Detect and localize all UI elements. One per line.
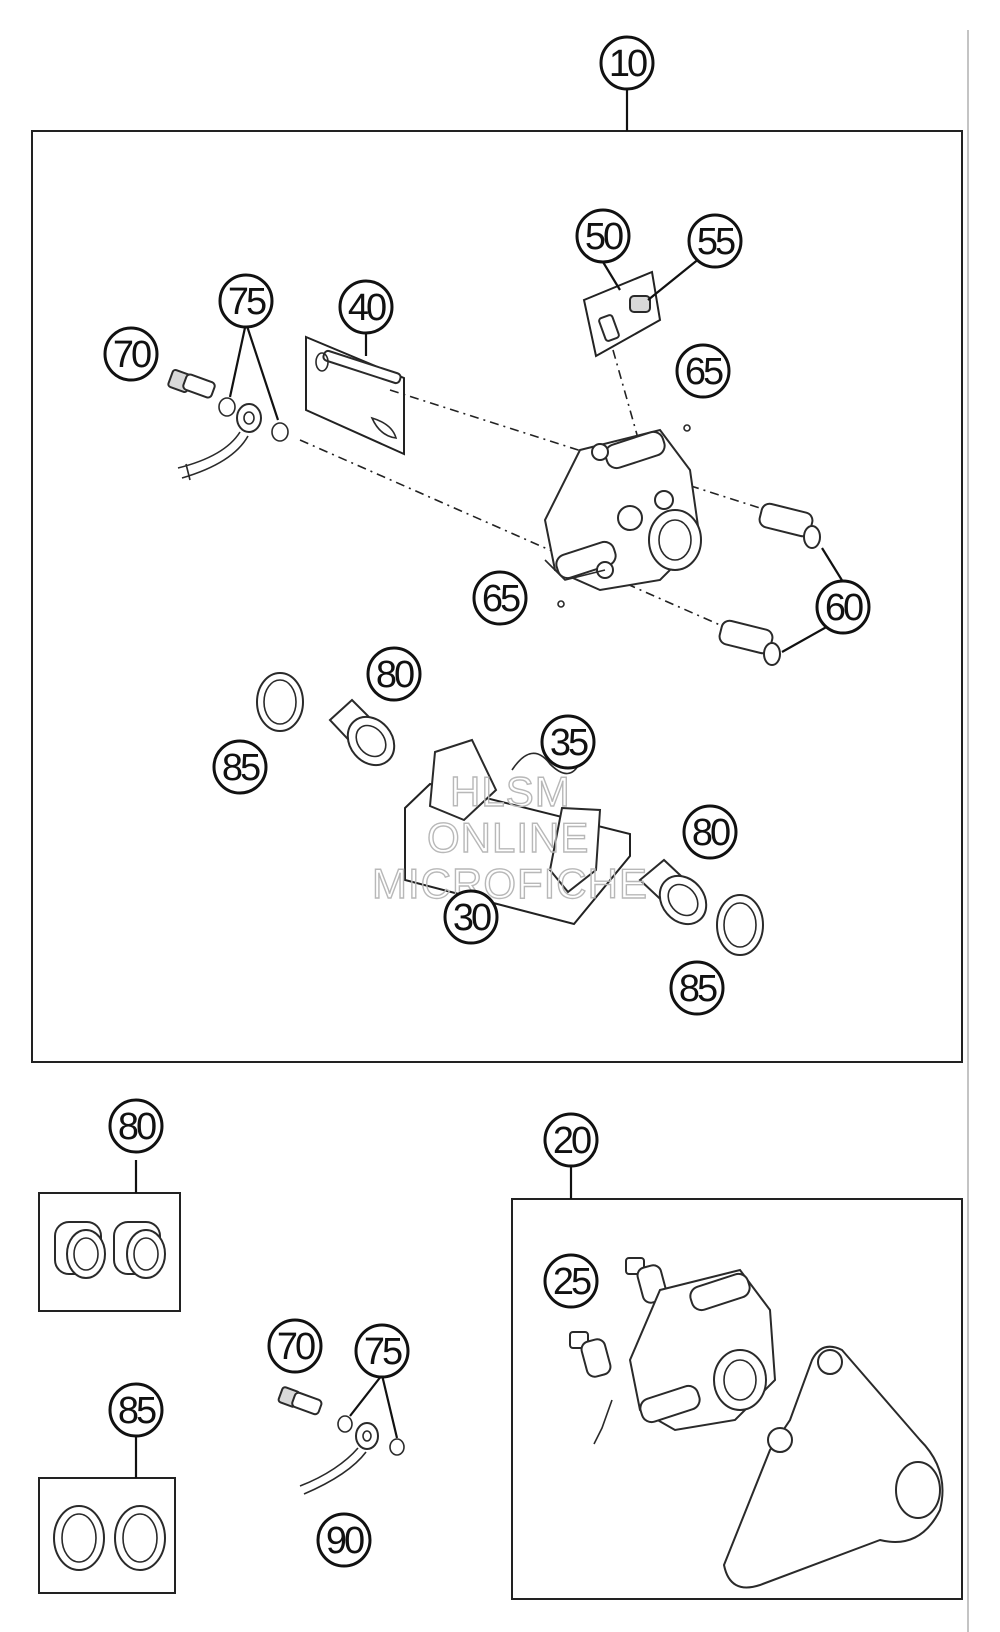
callout-c85b: 85	[669, 960, 725, 1016]
callout-circle	[267, 1318, 323, 1374]
callout-number: 80	[118, 1106, 156, 1148]
callout-c85a: 85	[212, 739, 268, 795]
callout-number: 35	[550, 722, 588, 764]
slide-bushing-illustration	[718, 502, 821, 666]
callout-circle	[543, 1112, 599, 1168]
watermark-line-1: HLSM	[450, 768, 571, 815]
callout-number: 50	[585, 216, 623, 258]
watermark-line-2: ONLINE	[427, 814, 589, 861]
brake-hose-illustration-lower	[299, 1422, 379, 1495]
callout-number: 85	[679, 968, 717, 1010]
callout-c65a: 65	[675, 343, 731, 399]
callout-number: 25	[553, 1261, 591, 1303]
callout-number: 65	[685, 351, 723, 393]
callout-c90: 90	[316, 1512, 372, 1568]
callout-number: 60	[825, 587, 863, 629]
callout-circle	[338, 279, 394, 335]
banjo-bolt-illustration	[167, 368, 216, 399]
bleeder-kit-illustration	[582, 270, 662, 358]
callout-circle	[575, 208, 631, 264]
callout-number: 20	[553, 1120, 591, 1162]
callout-circle	[103, 326, 159, 382]
seal-pair-illustration	[53, 1505, 166, 1571]
callout-c20: 20	[543, 1112, 599, 1168]
piston-illustration-right	[638, 858, 708, 926]
callout-circle	[354, 1323, 410, 1379]
callout-c10: 10	[599, 35, 655, 91]
callout-circle	[599, 35, 655, 91]
brake-pad-illustration	[404, 738, 631, 926]
callout-number: 40	[348, 287, 386, 329]
callout-number: 80	[692, 812, 730, 854]
caliper-assembly-frame	[31, 130, 963, 1063]
callout-circle	[675, 343, 731, 399]
callout-circle	[108, 1098, 164, 1154]
callout-circle	[212, 739, 268, 795]
callout-circle	[540, 714, 596, 770]
callout-c55: 55	[687, 213, 743, 269]
piston-pair-illustration	[54, 1221, 166, 1279]
callout-number: 10	[609, 43, 647, 85]
callout-c80a: 80	[366, 646, 422, 702]
callout-c40: 40	[338, 279, 394, 335]
callout-c25: 25	[543, 1253, 599, 1309]
piston-kit-frame	[38, 1192, 181, 1312]
callout-number: 85	[118, 1390, 156, 1432]
brake-caliper-illustration	[543, 428, 702, 592]
callout-number: 65	[482, 578, 520, 620]
callout-c85c: 85	[108, 1382, 164, 1438]
callout-circle	[669, 960, 725, 1016]
callout-circle	[687, 213, 743, 269]
callout-number: 75	[364, 1331, 402, 1373]
callout-c75b: 75	[354, 1323, 410, 1379]
callout-c50: 50	[575, 208, 631, 264]
piston-illustration	[328, 698, 396, 767]
callout-circle	[218, 273, 274, 329]
callout-c70b: 70	[267, 1318, 323, 1374]
callout-c65b: 65	[472, 570, 528, 626]
callout-c80c: 80	[108, 1098, 164, 1154]
callout-c70a: 70	[103, 326, 159, 382]
callout-circle	[108, 1382, 164, 1438]
callout-number: 70	[113, 334, 151, 376]
callout-c60: 60	[815, 579, 871, 635]
callout-number: 90	[326, 1520, 364, 1562]
callout-circle	[443, 889, 499, 945]
callout-c75a: 75	[218, 273, 274, 329]
callout-number: 30	[453, 897, 491, 939]
callout-circle	[366, 646, 422, 702]
watermark-line-3: MICROFICHE	[372, 860, 648, 907]
watermark: HLSM ONLINE MICROFICHE	[371, 767, 648, 907]
caliper-with-bracket-illustration	[569, 1257, 944, 1589]
caliper-support-frame	[511, 1198, 963, 1600]
callout-number: 85	[222, 747, 260, 789]
callout-circle	[543, 1253, 599, 1309]
brake-hose-illustration	[177, 403, 262, 481]
callout-circle	[682, 804, 738, 860]
pin-kit-illustration	[305, 335, 405, 456]
callout-number: 75	[228, 281, 266, 323]
banjo-bolt-illustration-lower	[277, 1386, 323, 1416]
callout-circle	[815, 579, 871, 635]
callout-c35: 35	[540, 714, 596, 770]
seal-kit-frame	[38, 1477, 176, 1594]
callout-number: 80	[376, 654, 414, 696]
callout-circle	[316, 1512, 372, 1568]
callout-c30: 30	[443, 889, 499, 945]
callout-circle	[472, 570, 528, 626]
callout-number: 70	[277, 1326, 315, 1368]
callout-number: 55	[697, 221, 735, 263]
callout-c80b: 80	[682, 804, 738, 860]
